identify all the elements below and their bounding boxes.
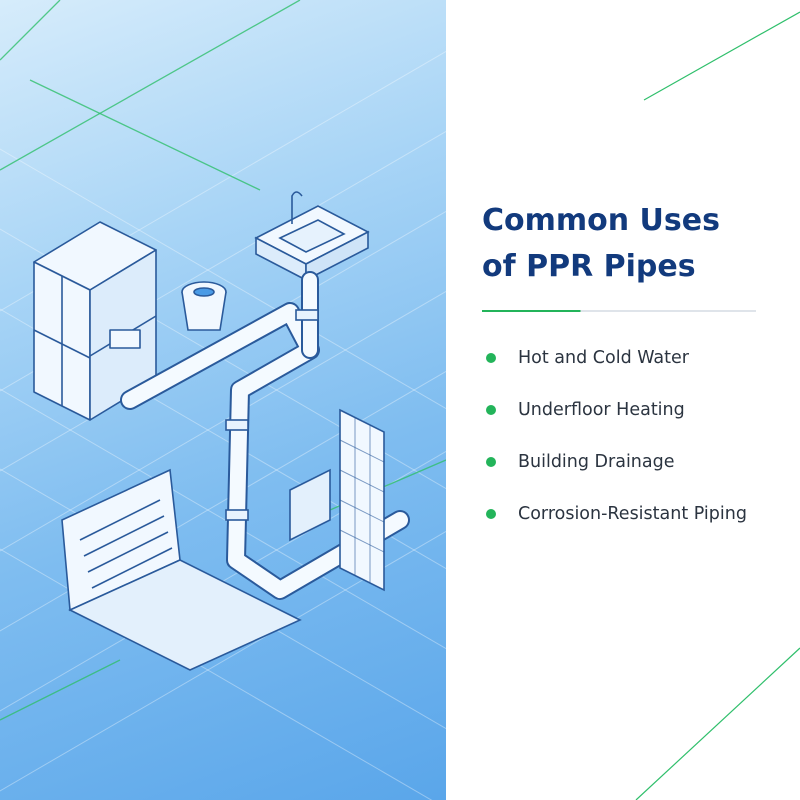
list-item: Corrosion-Resistant Piping — [486, 500, 776, 528]
decorative-lines — [635, 11, 800, 800]
list-item-text: Underfloor Heating — [518, 400, 685, 420]
uses-list: Hot and Cold Water Underfloor Heating Bu… — [486, 344, 776, 528]
title-line-1: Common Uses — [482, 203, 720, 238]
bullet-dot-icon — [486, 457, 496, 467]
list-item-text: Hot and Cold Water — [518, 348, 689, 368]
sink-icon — [254, 191, 370, 282]
list-item-text: Building Drainage — [518, 452, 675, 472]
title-divider — [482, 310, 756, 312]
text-panel: Common Uses of PPR Pipes Hot and Cold Wa… — [446, 0, 800, 800]
toilet-icon — [181, 281, 227, 331]
list-item: Hot and Cold Water — [486, 344, 776, 372]
isometric-grid — [0, 0, 446, 721]
list-item: Building Drainage — [486, 448, 776, 476]
list-item-text: Corrosion-Resistant Piping — [518, 504, 747, 524]
drainage-pipe-icon — [120, 271, 410, 600]
bullet-dot-icon — [486, 509, 496, 519]
shower-wall-icon — [289, 408, 385, 592]
page-title: Common Uses of PPR Pipes — [482, 198, 782, 290]
bullet-dot-icon — [486, 353, 496, 363]
plumbing-illustration — [0, 0, 446, 800]
title-line-2: of PPR Pipes — [482, 249, 696, 284]
bullet-dot-icon — [486, 405, 496, 415]
underfloor-heating-icon — [61, 468, 302, 671]
list-item: Underfloor Heating — [486, 396, 776, 424]
kitchen-cabinet-icon — [33, 221, 157, 421]
